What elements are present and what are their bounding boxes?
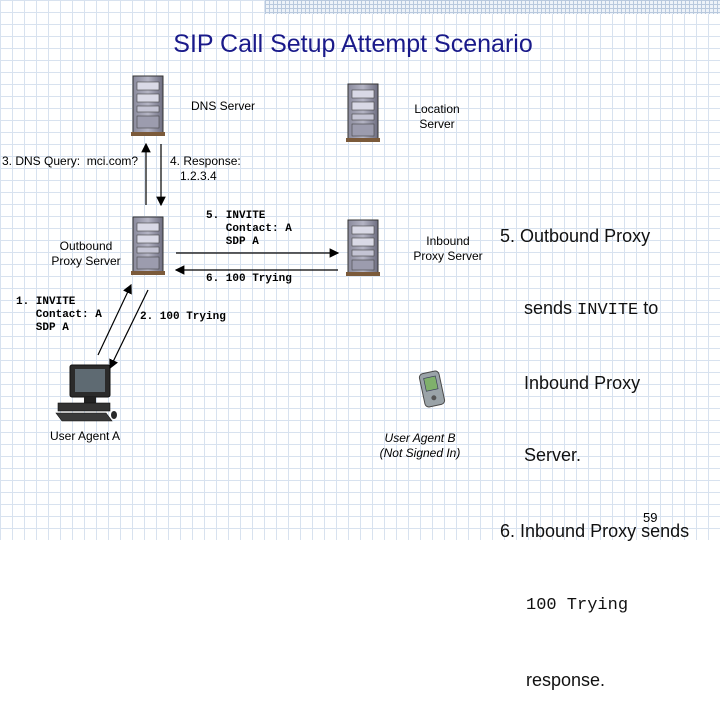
step5-line1: 5. Outbound Proxy [500, 226, 651, 246]
invite-5-label: 5. INVITE Contact: A SDP A [206, 210, 292, 248]
dns-server-label: DNS Server [191, 99, 256, 113]
location-server-icon [346, 83, 380, 142]
outbound-proxy-server-icon [131, 216, 165, 275]
header-pattern-band [265, 0, 720, 14]
step6-line1: 6. Inbound Proxy sends [500, 521, 690, 541]
dns-response-label: 4. Response: 1.2.3.4 [170, 154, 241, 183]
outbound-proxy-label: Outbound Proxy Server [51, 239, 121, 268]
slide-title: SIP Call Setup Attempt Scenario [173, 30, 533, 58]
pda-icon [418, 370, 446, 408]
trying-2-arrow [109, 289, 149, 370]
invite-1-arrow [97, 283, 132, 356]
step6-line2: 100 Trying [498, 591, 713, 618]
step5-line3: Inbound Proxy [524, 373, 641, 393]
step5-to: to [638, 298, 659, 318]
user-agent-a-label: User Agent A [50, 429, 121, 443]
step5-line2: sends INVITE to [498, 296, 713, 323]
inbound-proxy-server-icon [346, 219, 380, 276]
step-explanation: 5. Outbound Proxy sends INVITE to Inboun… [498, 176, 713, 716]
inbound-proxy-label: Inbound Proxy Server [413, 234, 483, 263]
invite-1-label: 1. INVITE Contact: A SDP A [16, 296, 102, 334]
trying-2-label: 2. 100 Trying [140, 311, 226, 323]
desktop-computer-icon [55, 364, 117, 422]
trying-6-label: 6. 100 Trying [206, 273, 292, 285]
user-agent-b-label: User Agent B (Not Signed In) [379, 431, 461, 460]
diagram-canvas [55, 75, 446, 422]
step5-line4: Server. [524, 445, 582, 465]
dns-query-label: 3. DNS Query: mci.com? [2, 154, 139, 168]
page-number: 59 [643, 510, 658, 525]
step6-line3: response. [526, 670, 606, 690]
location-server-label: Location Server [414, 102, 460, 131]
step6-code: 100 Trying [526, 596, 629, 615]
dns-server-icon [131, 75, 165, 136]
step5-sends: sends [524, 298, 578, 318]
step5-method: INVITE [577, 301, 639, 320]
